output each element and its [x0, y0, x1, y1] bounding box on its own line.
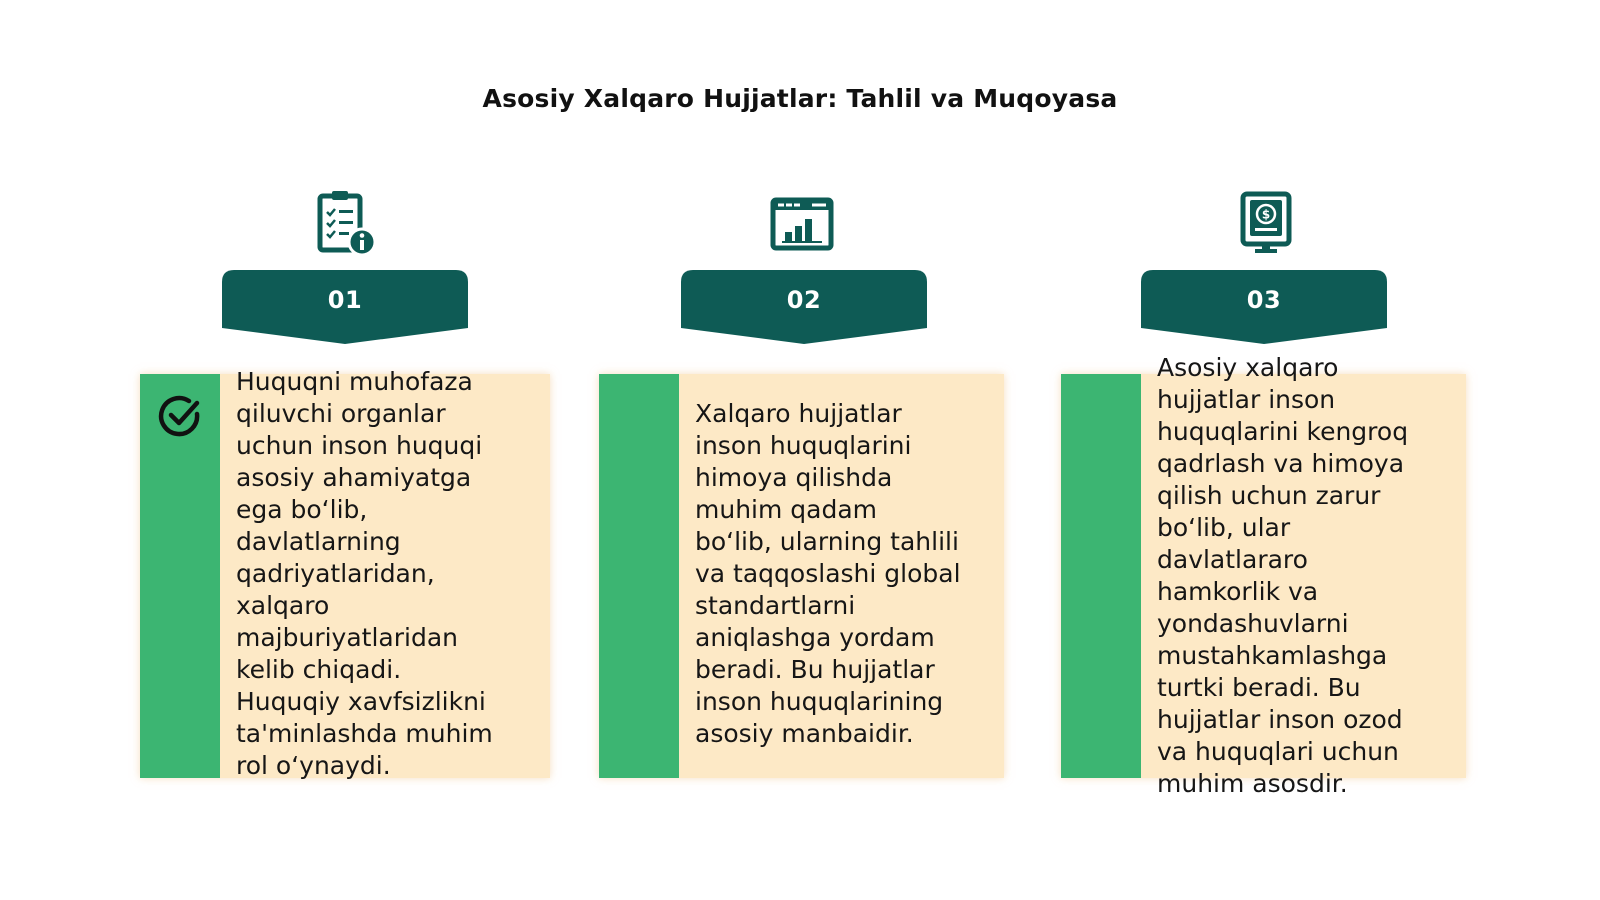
- step-number: 02: [786, 286, 822, 314]
- step-description: Asosiy xalqaro hujjatlar inson huquqlari…: [1157, 353, 1409, 798]
- clipboard-checklist-info-icon: [310, 188, 380, 258]
- step-column-01: 01 Huquqni muhofaza qiluvchi organlar uc…: [140, 0, 550, 900]
- step-column-02: 02 Xalqaro hujjatlar inson huquqlarini h…: [599, 0, 1009, 900]
- bar-chart-window-icon: [767, 188, 837, 258]
- svg-text:$: $: [1262, 208, 1270, 222]
- step-description: Huquqni muhofaza qiluvchi organlar uchun…: [236, 367, 493, 780]
- card-accent-bar: [1061, 374, 1141, 778]
- check-circle-icon: [157, 392, 205, 440]
- step-badge-02: 02: [681, 270, 927, 350]
- step-badge-03: 03: [1141, 270, 1387, 350]
- step-number: 01: [327, 286, 363, 314]
- step-number: 03: [1246, 286, 1282, 314]
- card-accent-bar: [140, 374, 220, 778]
- page-title: Asosiy Xalqaro Hujjatlar: Tahlil va Muqo…: [482, 84, 1118, 113]
- step-column-03: $ 03 Asosiy xalqaro hujjatlar inson huqu…: [1061, 0, 1471, 900]
- step-badge-01: 01: [222, 270, 468, 350]
- dollar-monitor-icon: $: [1231, 188, 1301, 258]
- step-card-02: Xalqaro hujjatlar inson huquqlarini himo…: [599, 374, 1004, 778]
- step-description: Xalqaro hujjatlar inson huquqlarini himo…: [695, 399, 961, 748]
- step-card-01: Huquqni muhofaza qiluvchi organlar uchun…: [140, 367, 550, 780]
- step-card-03: Asosiy xalqaro hujjatlar inson huquqlari…: [1061, 353, 1466, 798]
- card-accent-bar: [599, 374, 679, 778]
